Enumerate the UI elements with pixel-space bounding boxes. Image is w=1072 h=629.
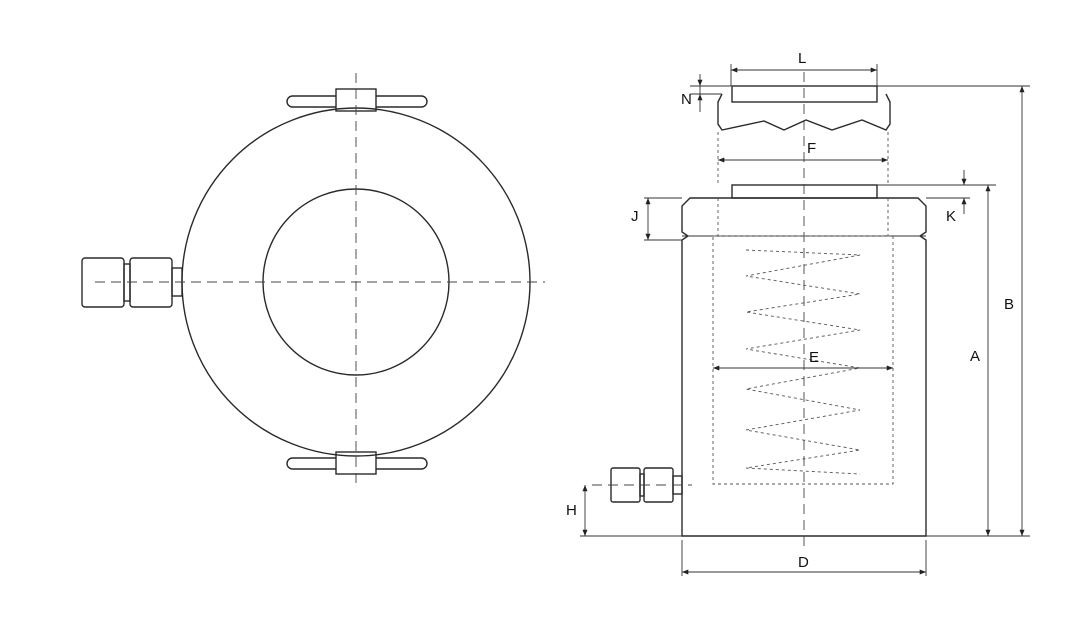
dim-label-N: N <box>681 91 692 108</box>
top-view <box>81 73 545 485</box>
dim-label-H: H <box>566 502 577 519</box>
saddle-detail <box>717 85 891 131</box>
dim-label-F: F <box>807 140 816 157</box>
dim-label-B: B <box>1004 296 1014 313</box>
dim-label-L: L <box>798 50 806 67</box>
dim-label-A: A <box>970 348 980 365</box>
hidden-piston <box>712 235 894 485</box>
dim-label-E: E <box>809 349 819 366</box>
side-view: L N F J K B A E H D <box>566 50 1030 576</box>
side-coupler <box>81 257 183 308</box>
dim-label-D: D <box>798 554 809 571</box>
dim-label-J: J <box>631 208 639 225</box>
hidden-spring <box>745 249 861 475</box>
top-handle <box>286 88 428 112</box>
dim-label-K: K <box>946 208 956 225</box>
